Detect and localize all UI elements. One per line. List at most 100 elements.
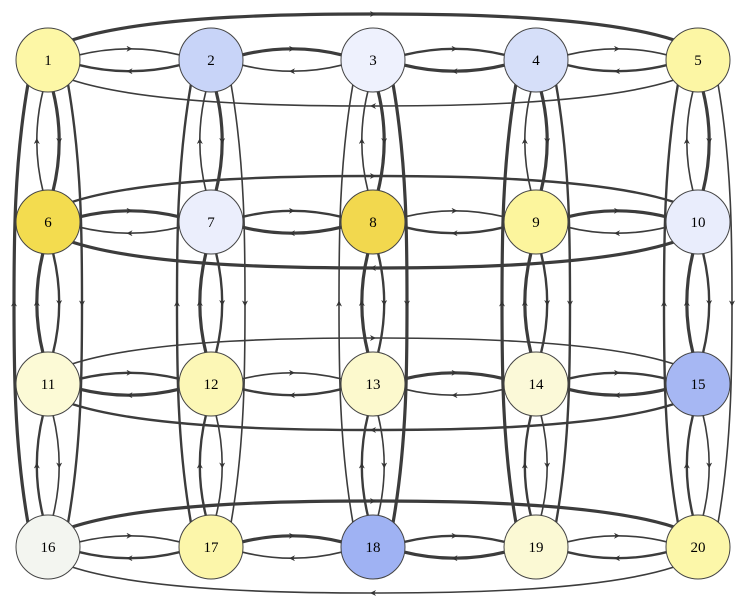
edge-wrap-20-16 [71,566,675,596]
node-16-label: 16 [41,540,57,556]
edge-14-13 [402,388,507,399]
node-8-label: 8 [369,215,377,231]
edge-17-18 [240,532,344,544]
edge-12-13 [240,369,344,380]
edge-wrap-18-3 [336,83,354,524]
edge-9-8 [402,225,507,237]
edge-18-19 [402,532,507,544]
edge-11-6 [33,251,45,355]
node-18-label: 18 [366,540,381,556]
edge-7-2 [196,89,207,193]
node-9-circle [503,189,569,255]
edge-wrap-6-10 [71,173,675,204]
edge-11-12 [77,369,182,381]
node-13-label: 13 [366,377,381,393]
edge-13-12 [240,387,344,399]
node-11: 11 [15,351,81,417]
edge-7-12 [214,251,226,355]
edge-1-2 [77,45,182,56]
node-17-label: 17 [204,540,220,556]
edge-9-10 [565,207,669,219]
edge-14-9 [521,251,533,355]
node-12-label: 12 [204,377,219,393]
edge-6-1 [33,89,44,193]
node-6: 6 [15,189,81,255]
edge-9-14 [539,251,551,355]
edge-4-9 [539,89,551,193]
node-4-circle [503,27,569,93]
node-4: 4 [503,27,569,93]
node-5-label: 5 [694,53,702,69]
node-18-circle [340,514,406,580]
edge-2-3 [240,45,344,57]
edge-wrap-11-15 [71,335,675,365]
edge-15-20 [702,413,713,518]
edges-layer [10,11,735,596]
edge-17-12 [196,413,208,518]
edge-wrap-5-1 [71,79,675,109]
edge-12-17 [215,413,226,518]
node-15-label: 15 [691,377,706,393]
edge-wrap-3-18 [391,83,410,524]
edge-3-4 [402,45,507,57]
node-14-label: 14 [529,377,545,393]
edge-20-15 [683,413,695,518]
edge-6-11 [51,251,63,355]
node-16: 16 [15,514,81,580]
edge-14-15 [565,369,669,381]
edge-3-2 [240,64,344,75]
edge-5-10 [701,89,713,193]
edge-10-9 [565,226,669,237]
node-19-label: 19 [529,540,544,556]
edge-10-15 [701,251,713,355]
node-13-circle [340,351,406,417]
edge-10-5 [683,89,694,193]
edge-14-19 [540,413,551,518]
edge-wrap-16-1 [10,83,30,524]
node-2-circle [178,27,244,93]
edge-4-3 [402,63,507,75]
node-5: 5 [665,27,731,93]
edge-7-6 [77,226,182,237]
node-1-label: 1 [44,53,52,69]
node-15-circle [665,351,731,417]
edge-wrap-17-2 [174,83,193,524]
edge-wrap-10-6 [71,240,675,271]
edge-15-14 [565,387,669,399]
node-10: 10 [665,189,731,255]
edge-12-7 [196,251,208,355]
node-1-circle [15,27,81,93]
node-19: 19 [503,514,569,580]
edge-19-18 [402,550,507,562]
node-3-circle [340,27,406,93]
edge-13-14 [402,369,507,381]
edge-wrap-16-20 [71,498,675,529]
node-12-circle [178,351,244,417]
edge-17-16 [77,550,182,562]
edge-12-11 [77,387,182,399]
edge-wrap-1-16 [66,83,85,524]
node-2-label: 2 [207,53,215,69]
edge-19-20 [565,532,669,543]
edge-2-7 [214,89,226,193]
node-7-label: 7 [207,215,215,231]
edge-wrap-1-5 [71,11,675,42]
node-20-circle [665,514,731,580]
edge-20-19 [565,550,669,562]
node-18: 18 [340,514,406,580]
node-7: 7 [178,189,244,255]
edge-9-4 [521,89,532,193]
node-1: 1 [15,27,81,93]
node-9-label: 9 [532,215,540,231]
node-20-label: 20 [691,540,706,556]
edge-6-7 [77,207,182,219]
node-12: 12 [178,351,244,417]
edge-wrap-15-11 [71,402,675,434]
node-15: 15 [665,351,731,417]
node-2: 2 [178,27,244,93]
edge-wrap-2-17 [230,83,248,524]
node-10-circle [665,189,731,255]
edge-wrap-5-20 [717,83,735,524]
edge-1-6 [51,89,63,193]
